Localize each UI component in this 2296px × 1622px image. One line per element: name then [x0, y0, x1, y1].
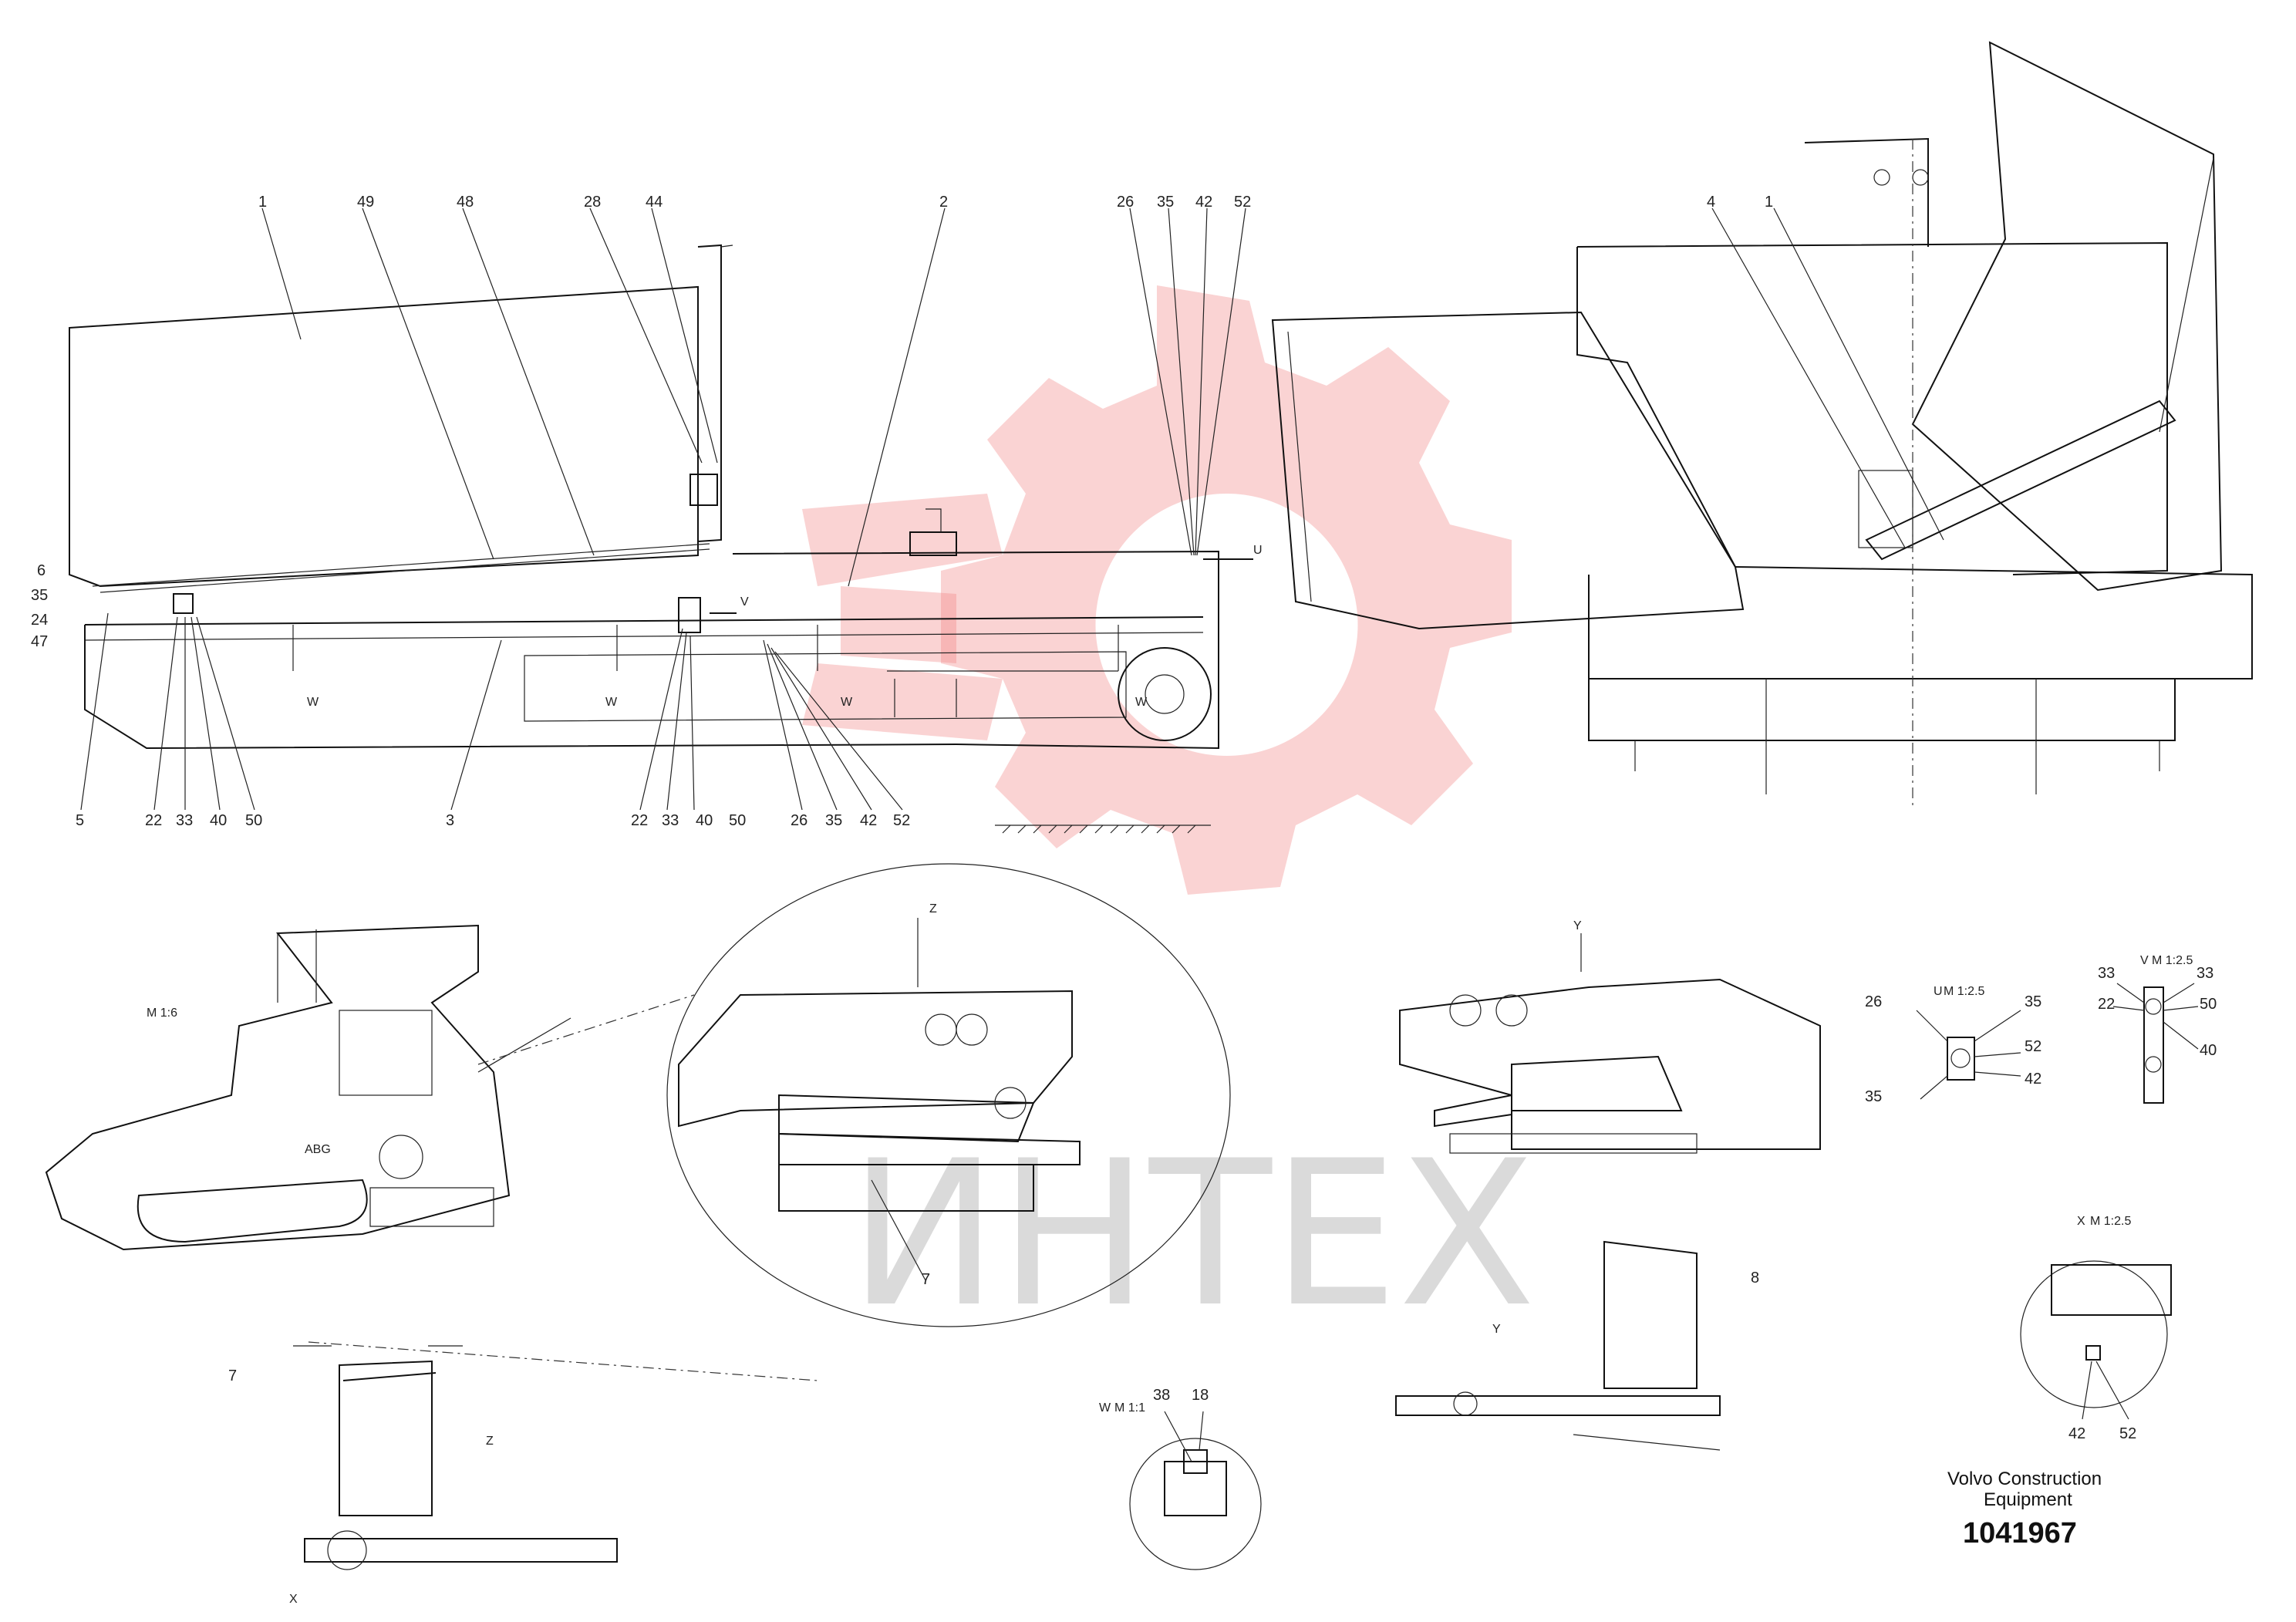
callout-26: 26	[1117, 194, 1134, 211]
callout-47: 47	[31, 633, 48, 650]
machine-badge: ABG	[305, 1143, 331, 1156]
callout-42: 42	[860, 812, 877, 829]
detail-circle-screed: Z 7	[308, 863, 1231, 1381]
marker-u: U	[1253, 544, 1263, 557]
callout-7: 7	[228, 1367, 237, 1384]
detail-x-title: X	[2077, 1215, 2085, 1228]
machine-scale-tag: M 1:6	[147, 1007, 177, 1020]
callout-38: 38	[1153, 1387, 1170, 1404]
callout-3: 3	[446, 812, 454, 829]
callout-35: 35	[825, 812, 842, 829]
side-view-hopper	[69, 207, 1253, 834]
callout-6: 6	[37, 562, 46, 579]
part-number: 1041967	[1963, 1517, 2077, 1549]
callout-22: 22	[145, 812, 162, 829]
detail-w: W M 1:1 38 18	[1099, 1387, 1262, 1570]
detail-v-scale: M 1:2.5	[2152, 954, 2193, 967]
callout-49: 49	[357, 194, 374, 211]
detail-y-title: Y	[1492, 1323, 1501, 1336]
marker-w: W	[307, 696, 319, 709]
callout-42: 42	[2025, 1071, 2041, 1088]
front-view-hopper	[1271, 41, 2253, 810]
callout-18: 18	[1192, 1387, 1209, 1404]
callout-50: 50	[2200, 996, 2217, 1013]
detail-w-title: W	[1099, 1401, 1111, 1415]
callout-40: 40	[696, 812, 713, 829]
callout-7: 7	[922, 1271, 930, 1288]
callout-50: 50	[245, 812, 262, 829]
title-block: Volvo Construction Equipment 1041967	[1947, 1469, 2102, 1549]
callouts-top: 1 49 48 28 44 2 26 35 42 52	[258, 194, 1251, 211]
callout-33: 33	[662, 812, 679, 829]
detail-z: 7 Z X	[228, 1345, 618, 1606]
callout-42: 42	[1195, 194, 1212, 211]
marker-w: W	[841, 696, 853, 709]
callout-33: 33	[2197, 965, 2213, 982]
callout-35: 35	[31, 587, 48, 604]
callout-1: 1	[1765, 194, 1773, 211]
watermark-logo: ИНТЕХ	[802, 285, 1536, 1351]
callout-50: 50	[729, 812, 746, 829]
callouts-bottom: 5 22 33 40 50 3 22 33 40 50 26 35 42 52	[76, 812, 910, 829]
screed-view-y: Y	[1399, 919, 1821, 1154]
callout-22: 22	[631, 812, 648, 829]
detail-u: U M 1:2.5 26 35 35 52 42	[1865, 985, 2041, 1105]
callouts-left-side: 6 35 24 47	[31, 562, 48, 650]
callout-40: 40	[210, 812, 227, 829]
machine-overview: M 1:6 ABG	[45, 924, 571, 1251]
brand-line-1: Volvo Construction	[1947, 1469, 2102, 1489]
callout-28: 28	[584, 194, 601, 211]
callout-42: 42	[2068, 1425, 2085, 1442]
callout-52: 52	[1234, 194, 1251, 211]
callout-35: 35	[2025, 993, 2041, 1010]
callout-2: 2	[939, 194, 948, 211]
callout-33: 33	[2098, 965, 2115, 982]
marker-w: W	[605, 696, 618, 709]
markers-side-view: W W W W V U	[307, 544, 1263, 709]
callout-40: 40	[2200, 1042, 2217, 1059]
watermark-text: ИНТЕХ	[848, 1118, 1536, 1351]
callout-26: 26	[791, 812, 807, 829]
callout-52: 52	[2119, 1425, 2136, 1442]
brand-line-2: Equipment	[1984, 1489, 2072, 1510]
callout-4: 4	[1707, 194, 1715, 211]
callout-35: 35	[1865, 1088, 1882, 1105]
callout-22: 22	[2098, 996, 2115, 1013]
detail-x: X M 1:2.5 42 52	[2020, 1215, 2172, 1442]
detail-v: V M 1:2.5 33 33 22 50 40	[2098, 954, 2217, 1104]
callout-26: 26	[1865, 993, 1882, 1010]
callout-52: 52	[893, 812, 910, 829]
callout-5: 5	[76, 812, 84, 829]
callout-1: 1	[258, 194, 267, 211]
detail-w-scale: M 1:1	[1114, 1401, 1145, 1415]
callouts-right-view: 4 1	[1707, 194, 1773, 211]
callout-44: 44	[646, 194, 663, 211]
detail-z-title: Z	[486, 1435, 494, 1448]
detail-y: 8 Y	[1395, 1240, 1759, 1451]
callout-8: 8	[1751, 1270, 1759, 1286]
callout-35: 35	[1157, 194, 1174, 211]
callout-24: 24	[31, 612, 48, 629]
watermark-gear-icon	[941, 285, 1512, 895]
marker-x: X	[289, 1593, 298, 1606]
detail-u-title: U	[1934, 985, 1943, 998]
detail-v-title: V	[2140, 954, 2149, 967]
marker-w: W	[1135, 696, 1148, 709]
marker-v: V	[740, 595, 749, 609]
callout-33: 33	[176, 812, 193, 829]
callout-48: 48	[457, 194, 474, 211]
detail-u-scale: M 1:2.5	[1944, 985, 1984, 998]
marker-z: Z	[929, 902, 937, 916]
detail-x-scale: M 1:2.5	[2090, 1215, 2131, 1228]
marker-y: Y	[1573, 919, 1582, 932]
callout-52: 52	[2025, 1038, 2041, 1055]
